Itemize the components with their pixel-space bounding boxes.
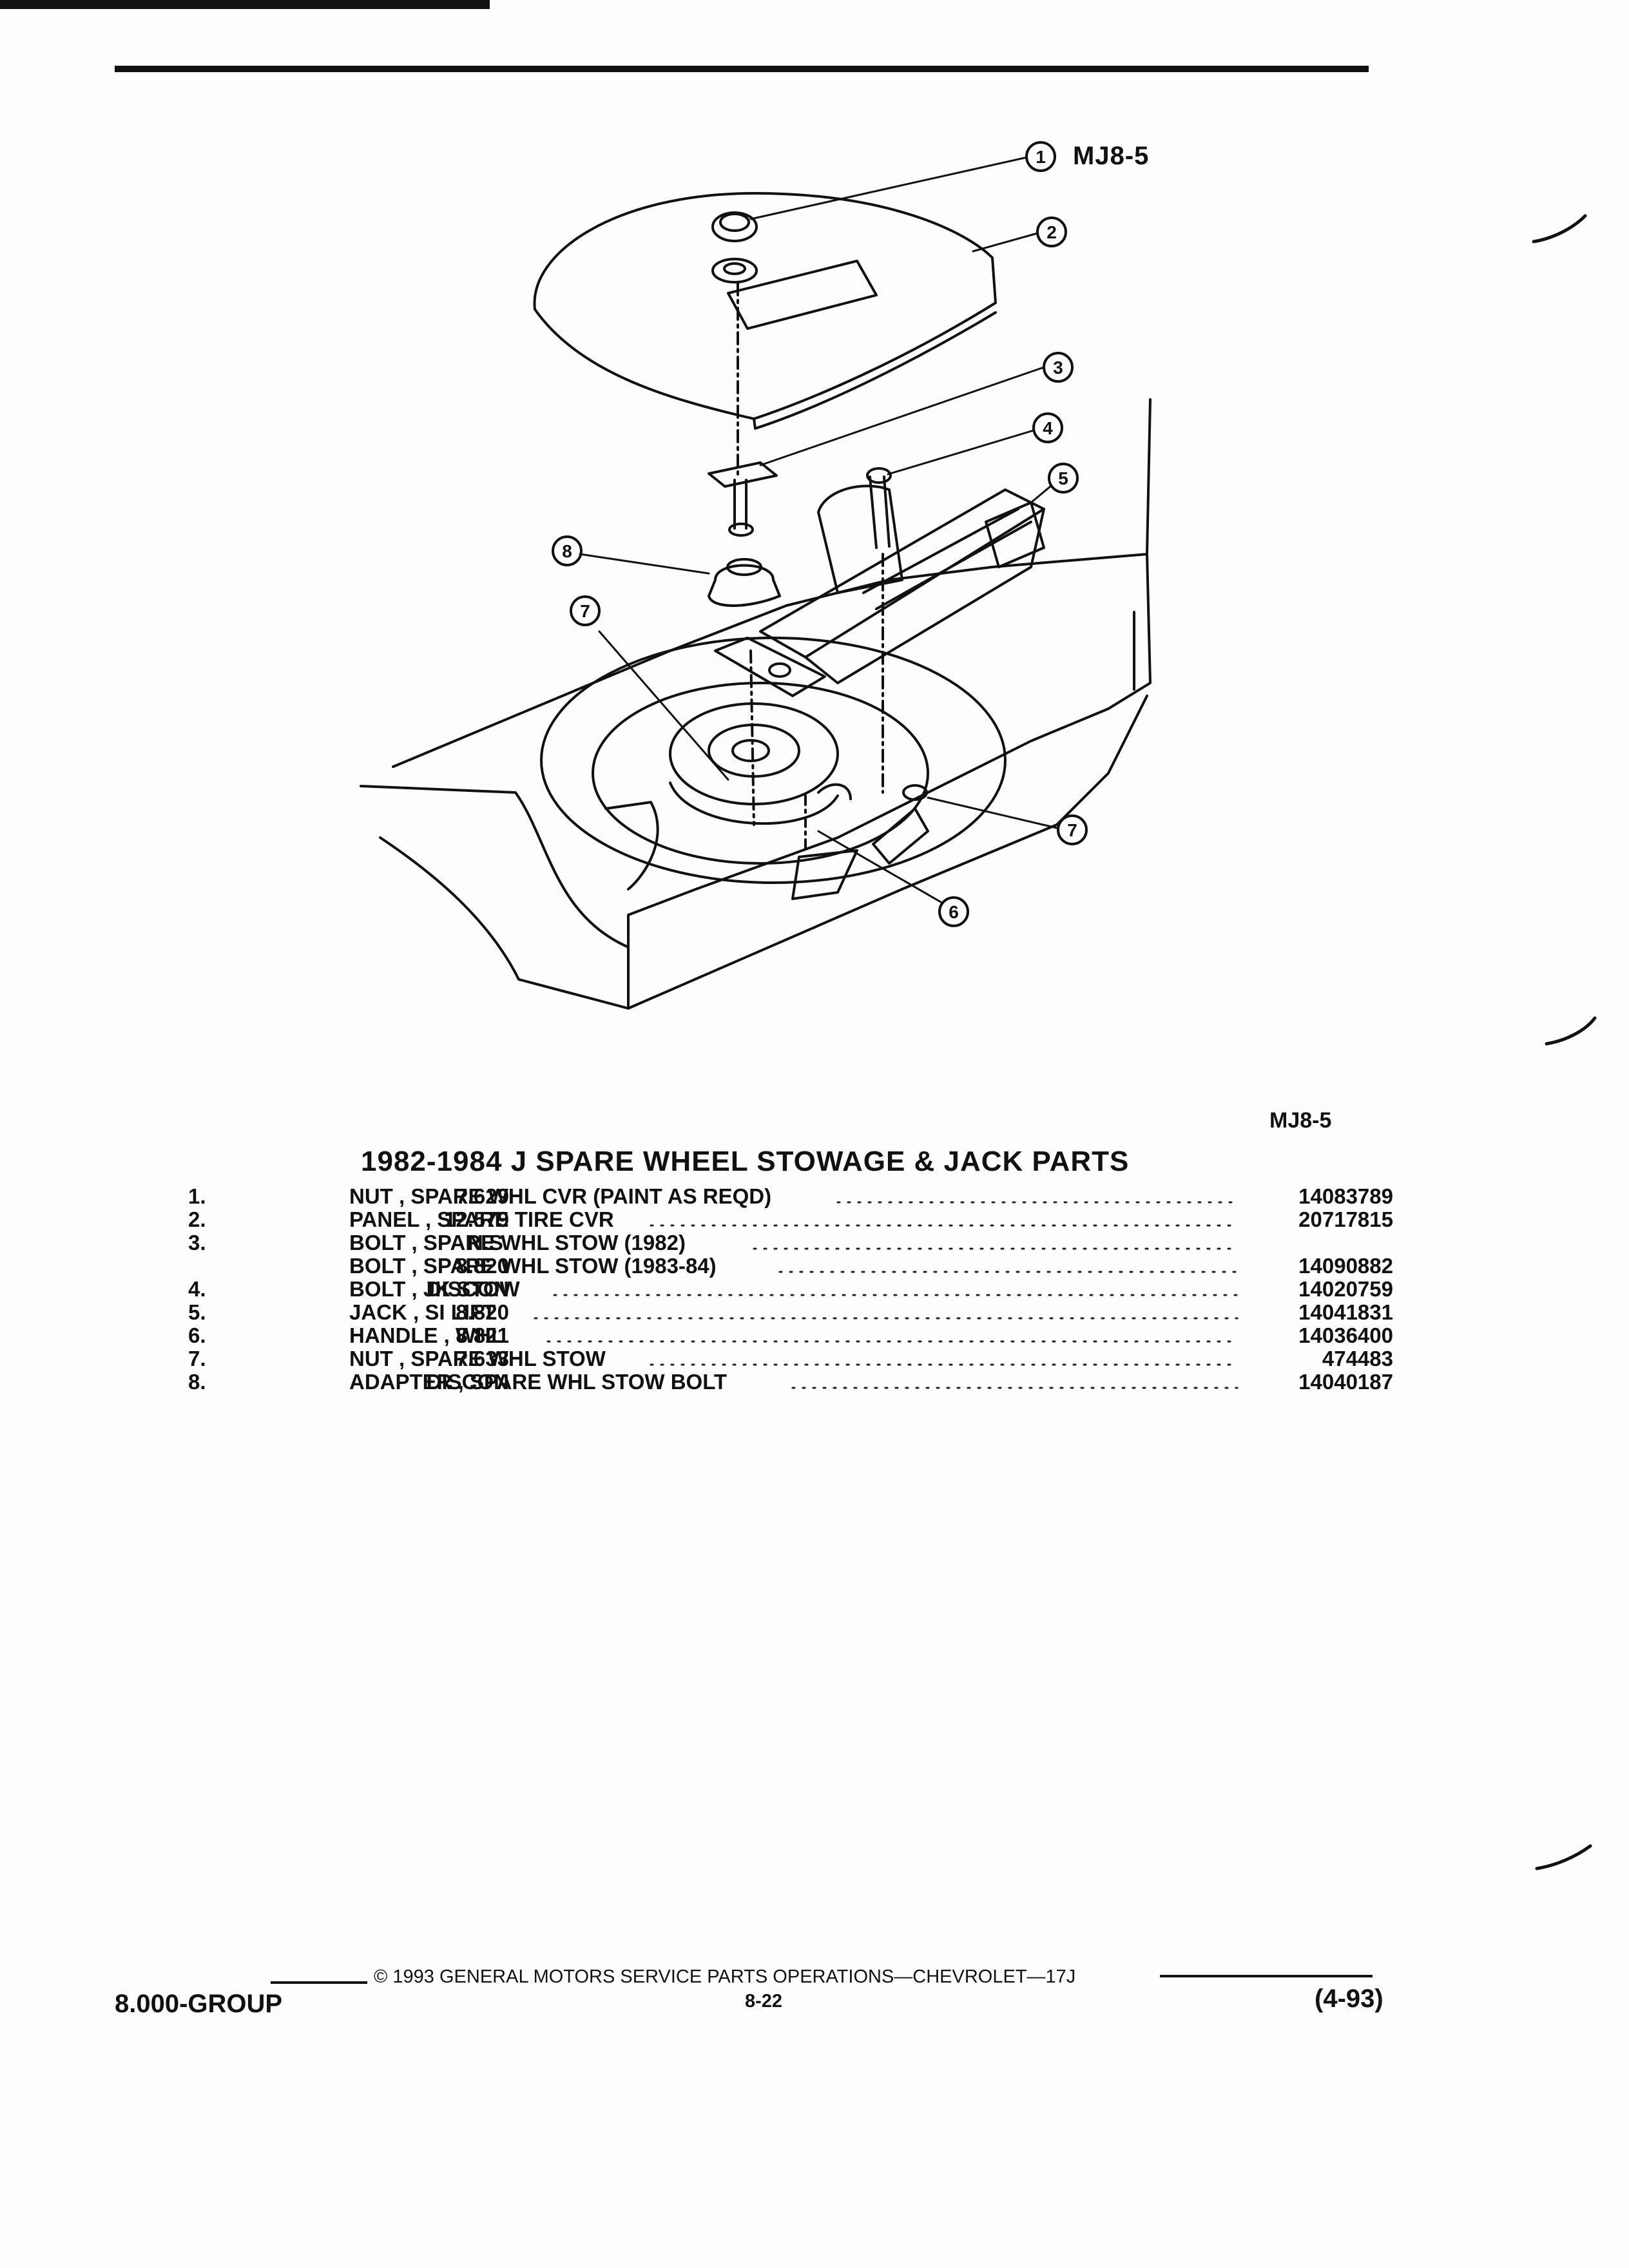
item-price: DISCON (426, 1277, 509, 1301)
figure-label: MJ8-5 (1269, 1108, 1332, 1133)
item-number: 4. (188, 1277, 206, 1301)
parts-row: 1. 7.629 NUT , SPARE WHL CVR (PAINT AS R… (180, 1184, 1405, 1208)
item-description: NUT , SPARE WHL STOW (349, 1347, 606, 1370)
item-price: 8.820 (456, 1254, 509, 1278)
item-price: 7.633 (456, 1347, 509, 1370)
callout-2: 2 (1046, 222, 1057, 242)
footer-copyright: © 1993 GENERAL MOTORS SERVICE PARTS OPER… (374, 1966, 1076, 1987)
callout-3: 3 (1053, 358, 1063, 378)
parts-row: 4. DISCON BOLT , JK STOW 14020759 (180, 1277, 1405, 1301)
item-number: 6. (188, 1323, 206, 1347)
item-part-number: 14090882 (1298, 1254, 1393, 1278)
item-part-number: 20717815 (1298, 1207, 1393, 1231)
parts-row: 3. N.S. BOLT , SPARE WHL STOW (1982) (180, 1231, 1405, 1254)
item-description: NUT , SPARE WHL CVR (PAINT AS REQD) (349, 1184, 772, 1208)
figure-ref-callout: MJ8-5 (1073, 142, 1150, 170)
item-part-number: 14040187 (1298, 1370, 1393, 1394)
dot-leaders (534, 1201, 1239, 1389)
footer-date: (4-93) (1315, 1984, 1383, 2013)
callout-6: 6 (949, 902, 959, 922)
footer-group: 8.000-GROUP (115, 1990, 283, 2018)
parts-list: 1. 7.629 NUT , SPARE WHL CVR (PAINT AS R… (180, 1184, 1405, 1394)
item-description: HANDLE , WHL (349, 1323, 505, 1347)
footer-rule-left (271, 1981, 367, 1984)
parts-row: 6. 8.821 HANDLE , WHL 14036400 (180, 1323, 1405, 1347)
item-number: 1. (188, 1184, 206, 1208)
callout-4: 4 (1043, 418, 1053, 438)
item-price: 8.820 (456, 1300, 509, 1324)
parts-row: 7. 7.633 NUT , SPARE WHL STOW 474483 (180, 1347, 1405, 1370)
exploded-diagram: 1 2 3 4 5 6 7 7 8 (360, 141, 1597, 1046)
item-description: ADAPTER , SPARE WHL STOW BOLT (349, 1370, 728, 1394)
item-price: 12.579 (444, 1207, 509, 1231)
callout-1: 1 (1036, 147, 1046, 167)
callout-8: 8 (562, 541, 572, 561)
item-part-number: 14083789 (1298, 1184, 1393, 1208)
item-part-number: 14041831 (1298, 1300, 1393, 1324)
item-number: 7. (188, 1347, 206, 1370)
item-description: PANEL , SPARE TIRE CVR (349, 1207, 614, 1231)
top-rule (0, 0, 490, 9)
item-part-number: 14020759 (1298, 1277, 1393, 1301)
item-number: 8. (188, 1370, 206, 1394)
header-rule (115, 66, 1369, 72)
callout-5: 5 (1058, 468, 1068, 488)
page-title: 1982-1984 J SPARE WHEEL STOWAGE & JACK P… (361, 1146, 1130, 1177)
item-part-number: 14036400 (1298, 1323, 1393, 1347)
item-price: N.S. (467, 1231, 509, 1254)
item-price: 7.629 (456, 1184, 509, 1208)
item-price: DISCON (426, 1370, 509, 1394)
item-number: 5. (188, 1300, 206, 1324)
item-number: 3. (188, 1231, 206, 1254)
callout-7b: 7 (1067, 820, 1077, 840)
binding-mark (1535, 1844, 1592, 1870)
footer-page-number: 8-22 (745, 1991, 783, 2012)
callout-7a: 7 (580, 601, 590, 621)
parts-row: 8. DISCON ADAPTER , SPARE WHL STOW BOLT … (180, 1370, 1405, 1394)
item-description: BOLT , SPARE WHL STOW (1982) (349, 1231, 686, 1254)
parts-row: 5. 8.820 JACK , SI LIFT 14041831 (180, 1300, 1405, 1324)
item-description: BOLT , SPARE WHL STOW (1983-84) (349, 1254, 717, 1278)
footer-rule-right (1160, 1975, 1373, 1977)
parts-row: 8.820 BOLT , SPARE WHL STOW (1983-84) 14… (180, 1254, 1405, 1278)
item-description: BOLT , JK STOW (349, 1277, 520, 1301)
item-price: 8.821 (456, 1323, 509, 1347)
item-number: 2. (188, 1207, 206, 1231)
item-description: JACK , SI LIFT (349, 1300, 496, 1324)
item-part-number: 474483 (1322, 1347, 1393, 1370)
parts-row: 2. 12.579 PANEL , SPARE TIRE CVR 2071781… (180, 1207, 1405, 1231)
